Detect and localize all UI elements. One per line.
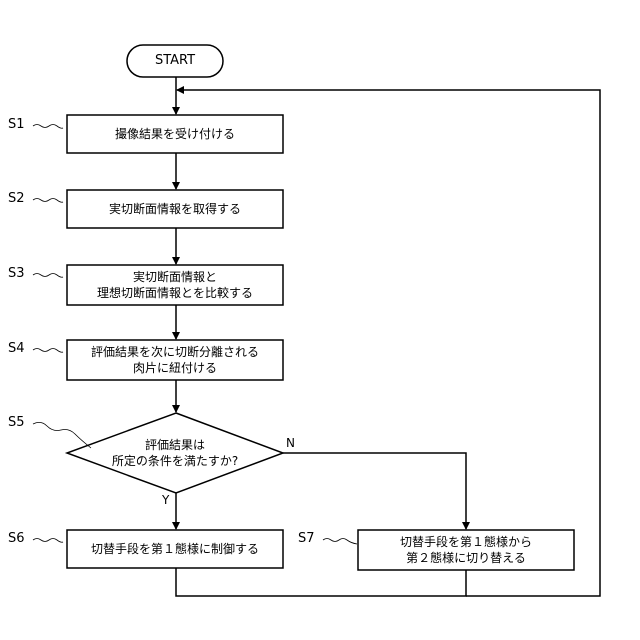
step-id-s2: S2: [8, 191, 25, 206]
start-label: START: [155, 53, 195, 69]
leader-s7: [323, 539, 357, 545]
branch-yes-label: Y: [162, 493, 169, 507]
step-s3-text-line2: 理想切断面情報とを比較する: [97, 285, 253, 301]
leader-s4: [33, 349, 63, 353]
step-s5-text-line2: 所定の条件を満たすか?: [112, 453, 238, 469]
step-s4-text-line1: 評価結果を次に切断分離される: [91, 344, 259, 360]
leader-s2: [33, 199, 63, 203]
step-s4-text-line2: 肉片に紐付ける: [133, 360, 217, 376]
step-id-s7: S7: [298, 531, 315, 546]
loop-s6-s7-merge: [176, 568, 466, 596]
step-s6-text: 切替手段を第１態様に制御する: [91, 541, 259, 557]
leader-s3: [33, 274, 63, 278]
leader-s6: [33, 539, 63, 543]
step-id-s4: S4: [8, 341, 25, 356]
step-s2-text: 実切断面情報を取得する: [109, 201, 241, 217]
step-s5-text-line1: 評価結果は: [145, 437, 205, 453]
step-s7-text-line2: 第２態様に切り替える: [406, 550, 526, 566]
step-s1-text: 撮像結果を受け付ける: [115, 126, 235, 142]
step-id-s5: S5: [8, 415, 25, 430]
step-id-s6: S6: [8, 531, 25, 546]
leader-s1: [33, 125, 63, 129]
step-id-s1: S1: [8, 117, 25, 132]
branch-no-label: N: [286, 436, 295, 450]
step-s3-text-line1: 実切断面情報と: [133, 269, 217, 285]
leader-s5: [33, 422, 91, 448]
arrow-s5-s7: [283, 453, 466, 529]
step-id-s3: S3: [8, 266, 25, 281]
step-s7-text-line1: 切替手段を第１態様から: [400, 534, 532, 550]
